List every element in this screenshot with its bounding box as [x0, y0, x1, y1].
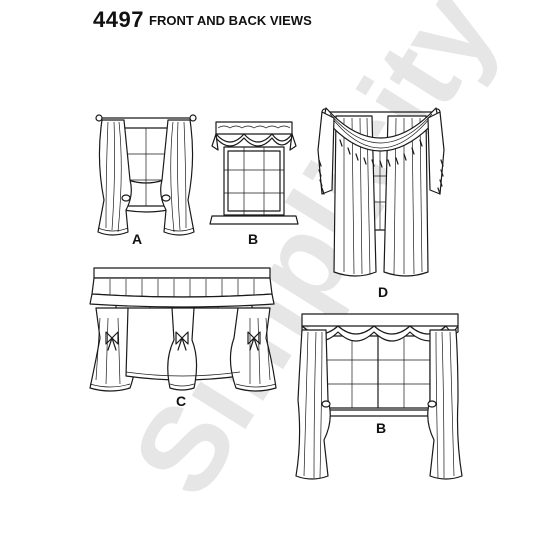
view-d-illustration: [317, 107, 445, 277]
page-title: FRONT AND BACK VIEWS: [149, 13, 312, 28]
view-label-b-bottom: B: [376, 420, 387, 436]
view-a-illustration: [95, 114, 197, 236]
view-c-illustration: [89, 267, 277, 392]
view-label-b-top: B: [248, 231, 259, 247]
view-b-bottom-illustration: [295, 313, 463, 480]
view-label-a: A: [132, 231, 143, 247]
view-b-top-illustration: [209, 121, 299, 225]
view-label-d: D: [378, 284, 389, 300]
pattern-number: 4497: [93, 7, 144, 32]
view-label-c: C: [176, 393, 187, 409]
